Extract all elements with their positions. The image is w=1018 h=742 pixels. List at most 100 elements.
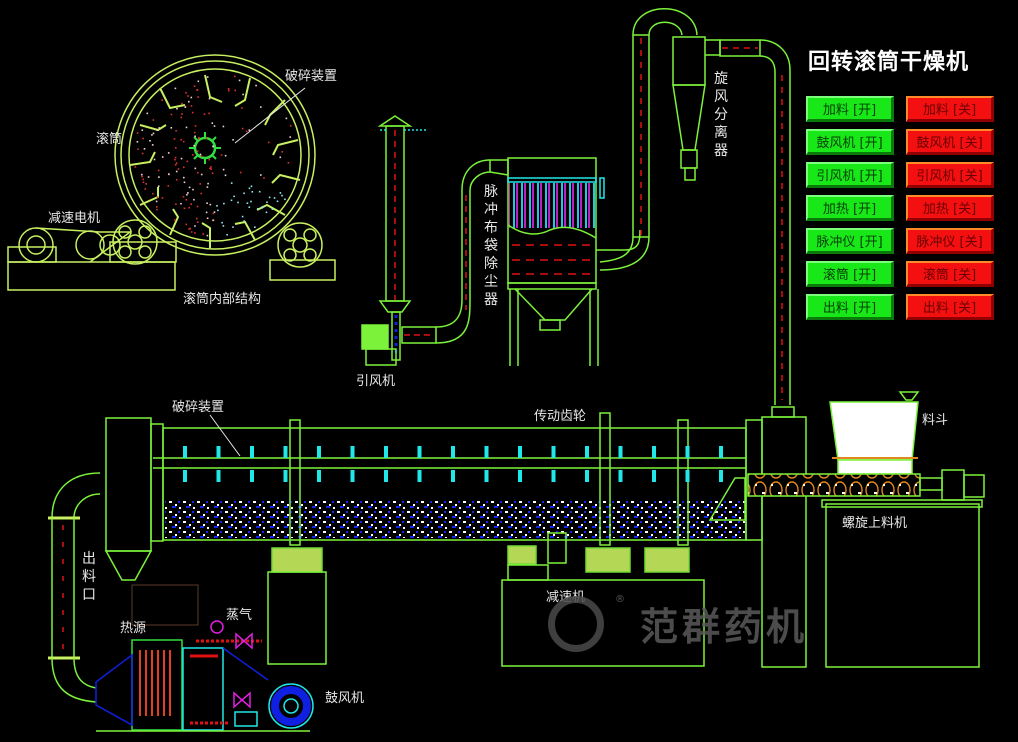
stop-button-4[interactable]: 加热 [关] bbox=[906, 195, 994, 221]
material-particle bbox=[206, 217, 209, 220]
material-particle bbox=[190, 105, 193, 107]
material-particle bbox=[268, 196, 271, 199]
material-particle bbox=[141, 129, 144, 131]
label-crusher-main: 破碎装置 bbox=[172, 400, 225, 415]
material-particle bbox=[184, 106, 187, 108]
material-particle bbox=[141, 152, 144, 155]
material-particle bbox=[177, 168, 180, 170]
material-particle bbox=[206, 186, 209, 188]
material-particle bbox=[187, 192, 189, 194]
material-particle bbox=[202, 233, 204, 235]
material-particle bbox=[234, 89, 236, 92]
material-particle bbox=[260, 174, 262, 176]
material-particle bbox=[151, 134, 153, 136]
material-particle bbox=[152, 192, 154, 195]
material-particle bbox=[194, 232, 196, 234]
crusher-paddle bbox=[317, 470, 321, 482]
material-particle bbox=[194, 125, 197, 127]
start-button-4[interactable]: 加热 [开] bbox=[806, 195, 894, 221]
stop-button-1[interactable]: 加料 [关] bbox=[906, 96, 994, 122]
crusher-paddle bbox=[652, 470, 656, 482]
heat-source-box bbox=[131, 584, 199, 626]
label-blower: 鼓风机 bbox=[325, 691, 365, 706]
stop-button-5[interactable]: 脉冲仪 [关] bbox=[906, 228, 994, 254]
material-particle bbox=[136, 141, 139, 143]
material-particle bbox=[221, 221, 223, 224]
material-particle bbox=[216, 205, 218, 207]
material-particle bbox=[189, 227, 192, 230]
material-particle bbox=[161, 156, 164, 158]
material-particle bbox=[158, 127, 161, 129]
material-particle bbox=[261, 207, 264, 209]
material-particle bbox=[220, 154, 223, 156]
crusher-paddle bbox=[283, 446, 288, 458]
crusher-paddle bbox=[719, 446, 723, 458]
material-particle bbox=[289, 136, 291, 138]
material-particle bbox=[187, 95, 189, 97]
material-particle bbox=[194, 135, 196, 138]
stop-button-7[interactable]: 出料 [关] bbox=[906, 294, 994, 320]
material-particle bbox=[175, 147, 177, 149]
material-particle bbox=[273, 197, 276, 199]
start-button-1[interactable]: 加料 [开] bbox=[806, 96, 894, 122]
material-particle bbox=[230, 182, 233, 184]
material-particle bbox=[213, 125, 216, 127]
stop-button-2[interactable]: 鼓风机 [关] bbox=[906, 129, 994, 155]
material-particle bbox=[245, 130, 248, 133]
material-particle bbox=[212, 212, 215, 215]
material-particle bbox=[203, 113, 206, 115]
material-particle bbox=[188, 206, 190, 209]
material-particle bbox=[180, 157, 183, 160]
crusher-paddle bbox=[585, 470, 589, 482]
crusher-paddle bbox=[585, 446, 589, 458]
material-particle bbox=[188, 100, 190, 103]
crusher-paddle bbox=[685, 470, 690, 482]
material-particle bbox=[287, 162, 290, 164]
material-particle bbox=[143, 148, 146, 150]
crusher-paddle bbox=[518, 446, 522, 458]
crusher-paddle bbox=[384, 446, 388, 458]
crusher-paddle bbox=[317, 446, 321, 458]
stop-button-3[interactable]: 引风机 [关] bbox=[906, 162, 994, 188]
start-button-7[interactable]: 出料 [开] bbox=[806, 294, 894, 320]
crusher-paddle bbox=[183, 446, 187, 458]
crusher-paddle bbox=[518, 470, 522, 482]
start-button-3[interactable]: 引风机 [开] bbox=[806, 162, 894, 188]
start-button-6[interactable]: 滚筒 [开] bbox=[806, 261, 894, 287]
material-particle bbox=[228, 89, 230, 92]
crusher-paddle bbox=[451, 446, 455, 458]
material-particle bbox=[183, 176, 185, 179]
material-particle bbox=[254, 226, 256, 228]
crusher-paddle bbox=[551, 446, 556, 458]
material-particle bbox=[182, 195, 185, 198]
material-particle bbox=[170, 113, 173, 116]
start-button-5[interactable]: 脉冲仪 [开] bbox=[806, 228, 894, 254]
stop-button-6[interactable]: 滚筒 [关] bbox=[906, 261, 994, 287]
material-particle bbox=[248, 187, 251, 190]
crusher-paddles bbox=[183, 446, 723, 482]
material-particle bbox=[213, 211, 216, 213]
crusher-paddle bbox=[350, 470, 355, 482]
crusher-paddle bbox=[685, 446, 690, 458]
material-particle bbox=[175, 130, 177, 132]
material-particle bbox=[183, 166, 185, 169]
material-particle bbox=[201, 155, 203, 158]
lifting-flights bbox=[129, 74, 301, 248]
material-particle bbox=[206, 234, 209, 237]
crusher-paddle bbox=[484, 446, 489, 458]
material-particle bbox=[183, 181, 186, 184]
label-drive-gear: 传动齿轮 bbox=[534, 409, 587, 424]
material-particle bbox=[174, 164, 177, 166]
material-particle bbox=[239, 171, 242, 174]
material-particle bbox=[149, 140, 151, 142]
start-button-2[interactable]: 鼓风机 [开] bbox=[806, 129, 894, 155]
material-particle bbox=[208, 112, 210, 115]
material-particle bbox=[200, 192, 202, 195]
material-particle bbox=[260, 106, 262, 108]
crusher-paddle bbox=[250, 446, 254, 458]
material-particle bbox=[243, 192, 245, 195]
material-particle bbox=[192, 188, 194, 191]
material-particle bbox=[230, 199, 233, 202]
material-particle bbox=[206, 76, 209, 78]
